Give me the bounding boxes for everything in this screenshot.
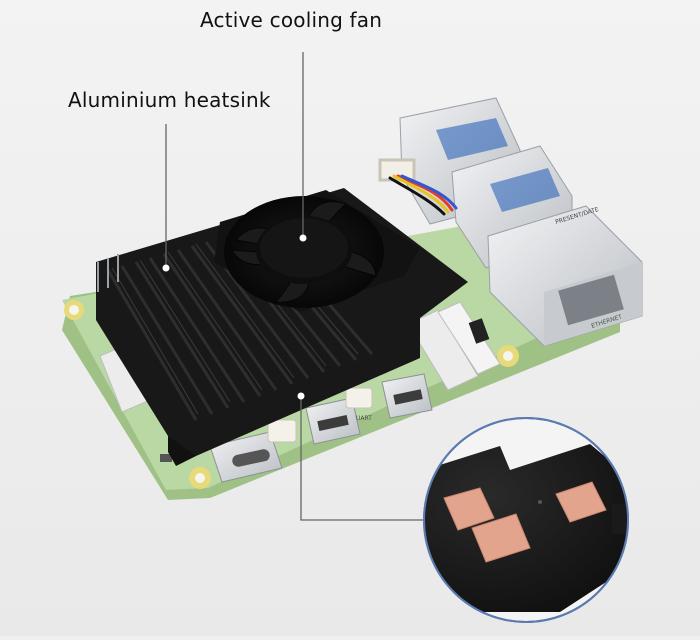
copper-pad xyxy=(471,513,531,563)
callout-lines xyxy=(165,52,426,521)
heatsink-callout-label: Aluminium heatsink xyxy=(68,88,271,112)
gpio-pins xyxy=(97,254,119,292)
fan-cable xyxy=(378,158,458,216)
pin-header xyxy=(468,318,490,344)
fan-callout-label: Active cooling fan xyxy=(200,8,383,32)
copper-pad xyxy=(443,487,495,531)
fan-cable-connector xyxy=(378,158,416,182)
fpc-connector xyxy=(407,309,479,391)
uart-silkscreen: UART xyxy=(356,415,372,422)
thermal-pad-inset xyxy=(423,417,629,623)
white-dot-icon xyxy=(162,264,170,272)
jst-connector xyxy=(267,419,297,443)
white-dot-icon xyxy=(299,234,307,242)
ethernet-jack: PRESENT/DATE ETHERNET xyxy=(487,205,643,347)
front-ports: UART xyxy=(209,373,433,483)
active-cooling-fan xyxy=(224,196,384,308)
thermal-pad-leader xyxy=(300,396,426,521)
uart-connector xyxy=(345,387,373,409)
copper-pad xyxy=(555,481,607,523)
fpc-connector xyxy=(437,301,501,375)
white-dot-icon xyxy=(297,392,305,400)
